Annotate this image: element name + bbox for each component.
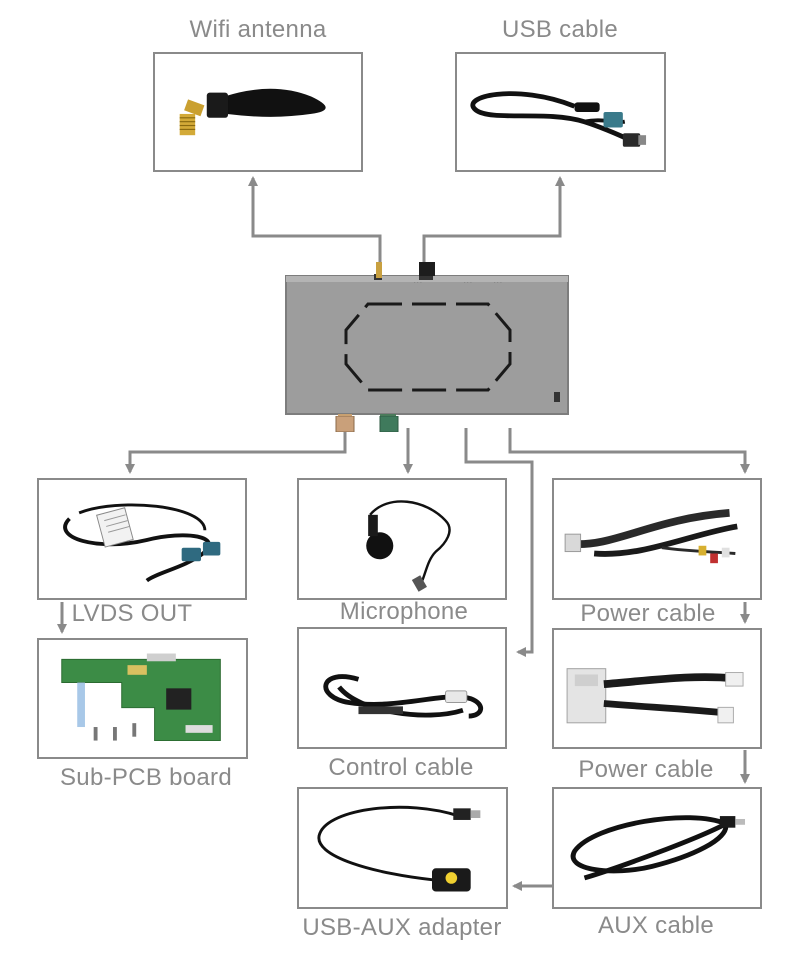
arrow-unit-to-usb <box>422 176 565 268</box>
microphone-icon <box>366 500 451 592</box>
component-box-usbaux <box>297 787 508 909</box>
interface-module: · · · · · · · · · <box>284 262 572 432</box>
component-label-wifi: Wifi antenna <box>189 16 327 43</box>
svg-text:· · ·: · · · <box>494 280 502 286</box>
component-label-usb: USB cable <box>501 16 619 43</box>
usb-aux-adapter-icon <box>317 805 481 892</box>
component-box-mic <box>297 478 507 600</box>
component-label-control: Control cable <box>328 754 474 781</box>
component-label-lvds: LVDS OUT <box>71 600 193 627</box>
component-label-power2: Power cable <box>578 756 714 783</box>
usb-cable-icon <box>470 91 647 147</box>
lvds-cable-icon <box>63 503 221 583</box>
component-label-subpcb: Sub-PCB board <box>60 764 232 791</box>
wifi-antenna-icon <box>179 88 326 136</box>
component-box-power2 <box>552 628 762 749</box>
pcb-board-icon <box>61 653 221 742</box>
power-harness-icon <box>564 509 738 564</box>
component-label-power1: Power cable <box>580 600 716 627</box>
component-box-usb <box>455 52 666 172</box>
svg-text:· · ·: · · · <box>464 280 472 286</box>
component-box-control <box>297 627 507 749</box>
control-cable-icon <box>323 674 484 719</box>
arrow-unit-to-wifi <box>248 176 382 268</box>
component-box-aux <box>552 787 762 909</box>
component-box-subpcb <box>37 638 248 759</box>
component-box-wifi <box>153 52 363 172</box>
component-label-usbaux: USB-AUX adapter <box>302 914 502 941</box>
svg-text:· · ·: · · · <box>414 280 422 286</box>
aux-cable-icon <box>570 815 746 881</box>
arrow-unit-to-lvds <box>125 428 347 474</box>
component-label-mic: Microphone <box>339 598 469 625</box>
arrow-unit-to-power <box>508 428 750 474</box>
component-box-power1 <box>552 478 762 600</box>
arrow-unit-to-control <box>464 428 534 657</box>
component-box-lvds <box>37 478 247 600</box>
power-harness-icon <box>566 668 744 724</box>
component-label-aux: AUX cable <box>597 912 715 939</box>
